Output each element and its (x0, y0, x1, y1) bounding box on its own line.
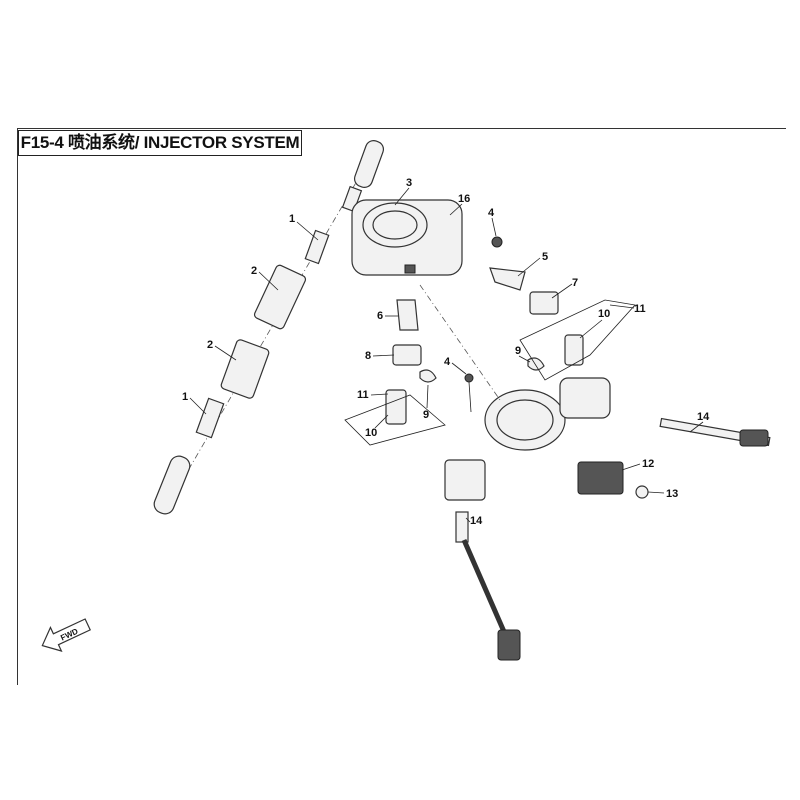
callout-2: 2 (251, 265, 257, 277)
callout-5: 5 (542, 251, 548, 263)
callout-4: 4 (444, 356, 451, 368)
callout-labels: 1 2 2 1 3 16 4 5 7 11 10 6 8 9 4 11 9 10 (182, 177, 710, 527)
fwd-arrow-icon: FWD (41, 618, 91, 652)
drawing-frame (17, 128, 786, 685)
callout-13: 13 (666, 488, 678, 500)
callout-11: 11 (357, 389, 369, 401)
callout-4: 4 (488, 207, 495, 219)
callout-10: 10 (598, 308, 610, 320)
callout-12: 12 (642, 458, 654, 470)
callout-8: 8 (365, 350, 371, 362)
callout-2: 2 (207, 339, 213, 351)
callout-1: 1 (182, 391, 188, 403)
callout-11: 11 (634, 303, 646, 315)
callout-14: 14 (697, 411, 710, 423)
callout-10: 10 (365, 427, 377, 439)
diagram-title: F15-4 喷油系统/ INJECTOR SYSTEM (18, 130, 302, 156)
hose-assembly (153, 140, 385, 515)
callout-9: 9 (423, 409, 429, 421)
callout-9: 9 (515, 345, 521, 357)
callout-1: 1 (289, 213, 295, 225)
throttle-body (351, 199, 463, 276)
callout-14: 14 (470, 515, 483, 527)
intake-manifold (419, 284, 611, 451)
callout-16: 16 (458, 193, 470, 205)
callout-7: 7 (572, 277, 578, 289)
callout-6: 6 (377, 310, 383, 322)
callout-3: 3 (406, 177, 412, 189)
small-parts (385, 236, 771, 661)
